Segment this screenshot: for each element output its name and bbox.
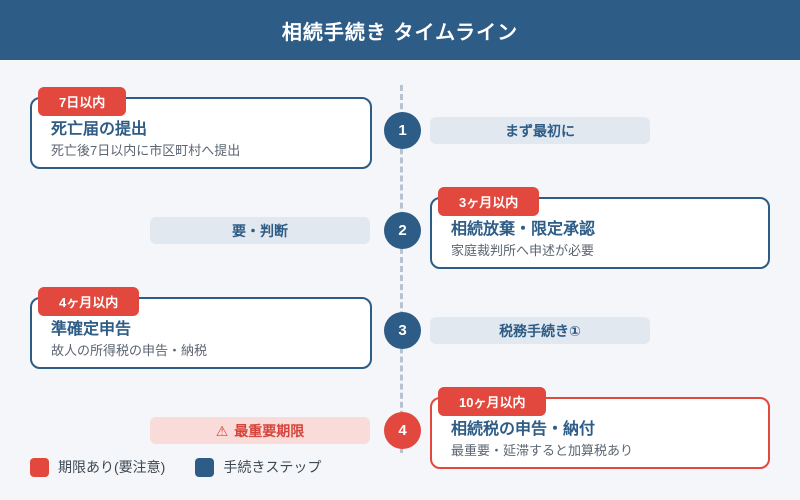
- step-tag-1: まず最初に: [430, 117, 650, 144]
- step-number: 4: [398, 422, 407, 439]
- deadline-badge: 3ヶ月以内: [438, 187, 540, 216]
- header-bar: 相続手続き タイムライン: [0, 0, 800, 60]
- deadline-badge: 4ヶ月以内: [38, 287, 140, 316]
- step-card-3: 4ヶ月以内 準確定申告 故人の所得税の申告・納税: [30, 287, 372, 369]
- legend-item-step: 手続きステップ: [195, 457, 321, 477]
- step-number: 2: [398, 222, 407, 239]
- deadline-badge: 10ヶ月以内: [438, 387, 547, 416]
- step-number: 3: [398, 322, 407, 339]
- timeline-area: 1 2 3 4 7日以内 死亡届の提出 死亡後7日以内に市区町村へ提出 まず最初…: [0, 60, 800, 500]
- timeline-dashed-line: [400, 85, 403, 453]
- step-circle-1: 1: [384, 112, 421, 149]
- red-swatch-icon: [30, 457, 49, 477]
- legend: 期限あり(要注意) 手続きステップ: [30, 457, 321, 477]
- step-tag-label: まず最初に: [505, 122, 575, 139]
- legend-item-deadline: 期限あり(要注意): [30, 457, 165, 477]
- step-description: 最重要・延滞すると加算税あり: [451, 443, 634, 459]
- legend-label: 期限あり(要注意): [58, 459, 166, 475]
- step-tag-label: 最重要期限: [234, 422, 305, 439]
- step-title: 準確定申告: [51, 321, 132, 338]
- legend-label: 手続きステップ: [223, 459, 322, 475]
- step-circle-4: 4: [384, 412, 421, 449]
- blue-swatch-icon: [195, 457, 215, 477]
- step-title: 死亡届の提出: [51, 121, 148, 138]
- step-tag-2: 要・判断: [150, 217, 370, 244]
- step-circle-3: 3: [384, 312, 421, 349]
- step-number: 1: [398, 122, 407, 139]
- step-tag-4: ⚠ 最重要期限: [150, 417, 370, 444]
- step-tag-label: 税務手続き①: [499, 322, 581, 339]
- warning-icon: ⚠: [215, 422, 229, 439]
- step-description: 家庭裁判所へ申述が必要: [451, 243, 595, 259]
- step-tag-3: 税務手続き①: [430, 317, 650, 344]
- deadline-badge: 7日以内: [38, 87, 127, 116]
- page-title: 相続手続き タイムライン: [281, 21, 519, 44]
- step-circle-2: 2: [384, 212, 421, 249]
- step-title: 相続税の申告・納付: [451, 421, 596, 438]
- step-title: 相続放棄・限定承認: [451, 221, 596, 238]
- step-tag-label: 要・判断: [232, 222, 288, 239]
- step-card-1: 7日以内 死亡届の提出 死亡後7日以内に市区町村へ提出: [30, 87, 372, 169]
- step-card-4: 10ヶ月以内 相続税の申告・納付 最重要・延滞すると加算税あり: [430, 387, 770, 469]
- step-card-2: 3ヶ月以内 相続放棄・限定承認 家庭裁判所へ申述が必要: [430, 187, 770, 269]
- step-description: 死亡後7日以内に市区町村へ提出: [51, 143, 241, 159]
- step-description: 故人の所得税の申告・納税: [51, 343, 208, 359]
